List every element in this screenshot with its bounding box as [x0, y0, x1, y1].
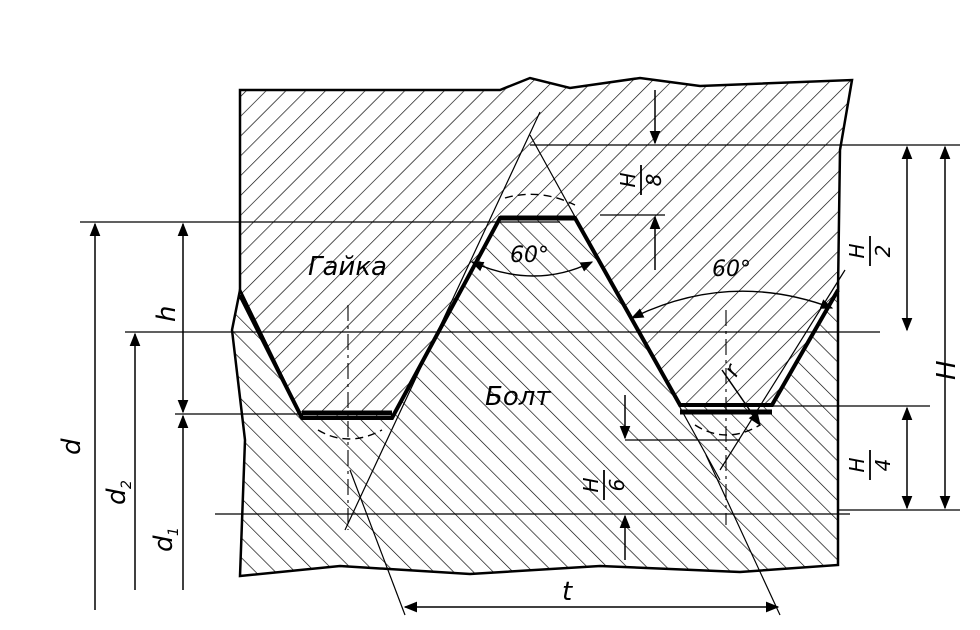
d2-label: d 2 — [102, 480, 135, 505]
d1-label: d 1 — [149, 527, 182, 552]
H-label: H — [932, 360, 962, 380]
construction-lines — [344, 111, 846, 616]
d2-main: d — [102, 488, 132, 505]
angle-left-label: 60° — [510, 243, 549, 268]
h-over-4-label: H 4 — [845, 457, 895, 472]
h-over-2-label: H 2 — [845, 243, 895, 258]
h-over-6-label: H 6 — [579, 477, 629, 492]
center-lines — [347, 305, 727, 530]
nut-label: Гайка — [308, 252, 387, 282]
angle-right-label: 60° — [712, 257, 751, 282]
h-over-8-label: H 8 — [616, 172, 666, 187]
d1-subscript: 1 — [166, 527, 182, 536]
d1-main: d — [149, 535, 179, 552]
h4-den: 4 — [871, 459, 895, 472]
fraction-bars — [603, 165, 871, 500]
h6-num: H — [579, 477, 603, 492]
h2-num: H — [845, 243, 869, 258]
h8-num: H — [616, 172, 640, 187]
angle-arcs — [317, 193, 834, 440]
h-label: h — [152, 306, 182, 322]
h8-den: 8 — [642, 174, 666, 187]
h4-num: H — [845, 457, 869, 472]
h2-den: 2 — [871, 245, 895, 258]
extension-lines — [80, 144, 960, 515]
d2-subscript: 2 — [119, 480, 135, 489]
t-label: t — [562, 577, 573, 607]
h6-den: 6 — [605, 479, 629, 492]
bolt-label: Болт — [485, 382, 551, 412]
d-label: d — [57, 438, 87, 455]
dimension-lines — [89, 90, 951, 613]
